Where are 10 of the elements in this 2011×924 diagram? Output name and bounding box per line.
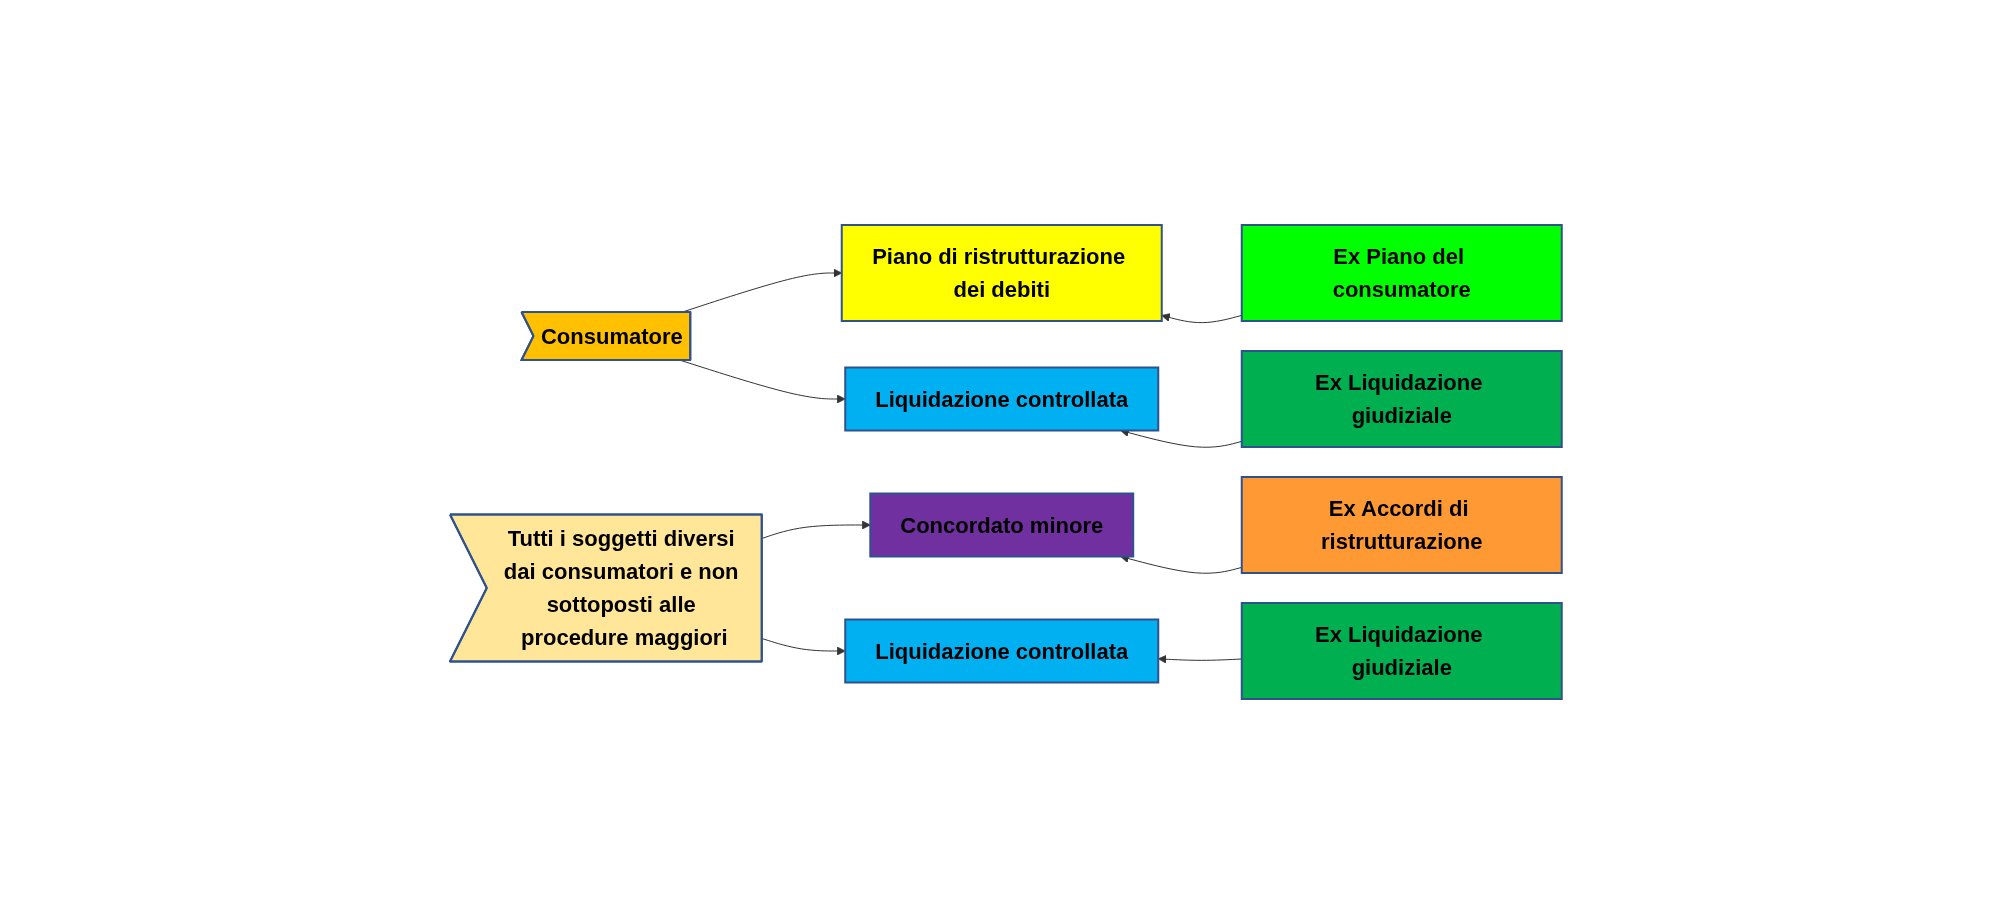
node-box: Concordato minore: [868, 492, 1134, 558]
arrow: [1161, 313, 1242, 324]
node-box: Piano di ristrutturazione dei debiti: [840, 224, 1163, 322]
node-box: Liquidazione controllata: [843, 618, 1159, 684]
node-box: Ex Liquidazione giudiziale: [1240, 602, 1563, 700]
node-box: Ex Liquidazione giudiziale: [1240, 350, 1563, 448]
node-box: Liquidazione controllata: [843, 366, 1159, 432]
node-box: Ex Accordi di ristrutturazione: [1240, 476, 1563, 574]
arrow: [1157, 654, 1242, 664]
node-box: Ex Piano del consumatore: [1240, 224, 1563, 322]
